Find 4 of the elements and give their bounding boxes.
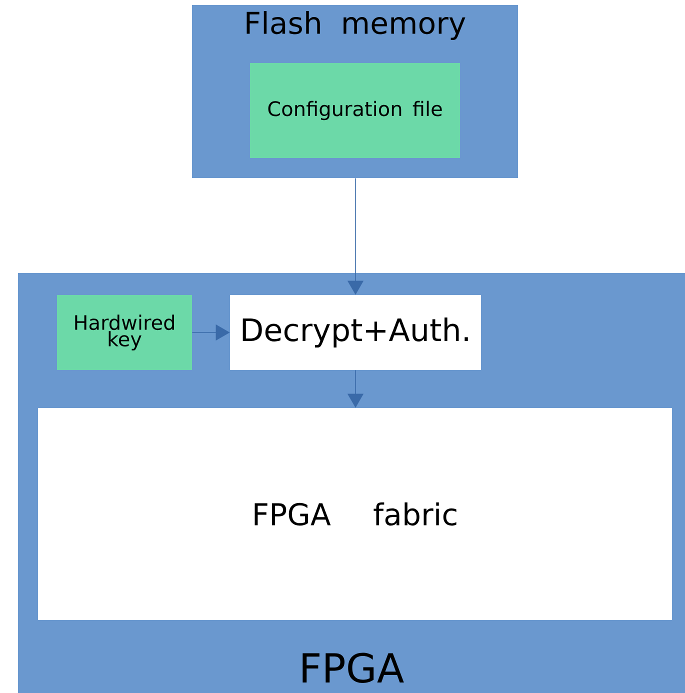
process-box: Decrypt+Auth. [230, 295, 481, 370]
file-box: Configuration file [250, 63, 460, 158]
key-box: Hardwired key [57, 295, 192, 370]
fabric-box: FPGA fabric [38, 408, 672, 620]
